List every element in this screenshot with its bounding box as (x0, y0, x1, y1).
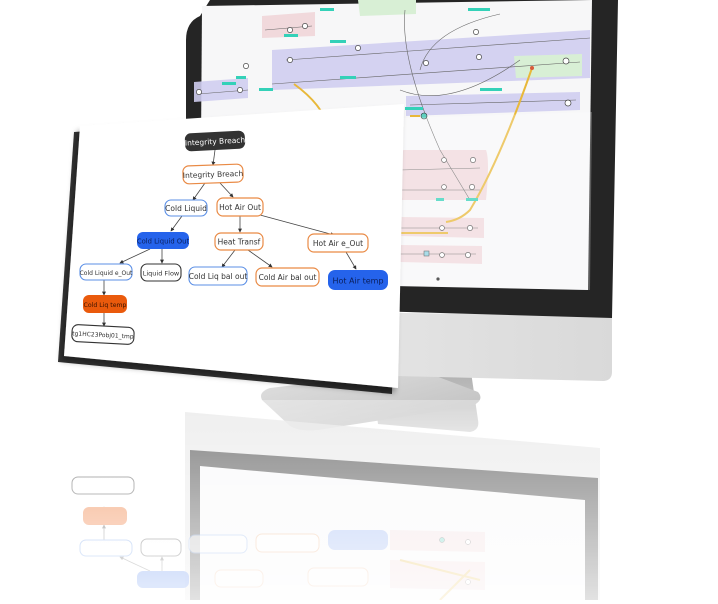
tree-node-root[interactable]: Integrity Breach (185, 130, 246, 152)
tree-node[interactable]: Cold Liq temp (83, 295, 127, 313)
tree-node[interactable]: tg1HC23Pobj01_tmp (71, 324, 135, 345)
lane-pink (400, 150, 488, 200)
svg-text:Cold Liquid Out: Cold Liquid Out (137, 238, 190, 246)
tree-node[interactable]: Hot Air e_Out (307, 233, 369, 253)
svg-text:Cold Liquid e_Out: Cold Liquid e_Out (80, 270, 133, 277)
fault-tree-panel: Integrity Breach Integrity Breach Cold L… (58, 104, 404, 394)
lane-purple (272, 30, 590, 90)
svg-text:Liquid Flow: Liquid Flow (143, 270, 180, 278)
screen-glare (400, 112, 592, 290)
svg-text:Integrity Breach: Integrity Breach (183, 169, 244, 180)
process-flow-diagram (194, 0, 591, 281)
lane-green (358, 0, 416, 16)
svg-text:Hot Air temp: Hot Air temp (332, 277, 383, 286)
svg-text:Cold Liq bal out: Cold Liq bal out (189, 272, 248, 281)
tree-node[interactable]: Cold Liquid e_Out (79, 263, 133, 281)
tree-node[interactable]: Cold Air bal out (255, 267, 320, 287)
lane-purple (406, 92, 580, 116)
svg-text:Heat Transf: Heat Transf (218, 238, 261, 247)
svg-text:tg1HC23Pobj01_tmp: tg1HC23Pobj01_tmp (72, 330, 134, 340)
svg-text:Cold Liquid: Cold Liquid (165, 204, 207, 213)
tree-node[interactable]: Cold Liquid (164, 199, 208, 217)
tree-node[interactable]: Hot Air Out (216, 197, 264, 217)
tree-node[interactable]: Cold Liq bal out (188, 266, 248, 286)
tree-node[interactable]: Cold Liquid Out (137, 232, 190, 249)
lane-pink (262, 12, 315, 38)
reflection (0, 400, 718, 601)
svg-text:Cold Air bal out: Cold Air bal out (259, 273, 317, 282)
svg-text:Cold Liq temp: Cold Liq temp (84, 302, 127, 309)
tree-node[interactable]: Heat Transf (214, 232, 264, 251)
tree-node[interactable]: Hot Air temp (328, 270, 388, 290)
svg-text:Hot Air e_Out: Hot Air e_Out (313, 239, 363, 248)
svg-text:Hot Air Out: Hot Air Out (219, 203, 261, 212)
svg-text:Integrity Breach: Integrity Breach (185, 135, 246, 147)
tree-node[interactable]: Liquid Flow (140, 263, 182, 282)
tree-edges (102, 149, 357, 327)
tree-node[interactable]: Integrity Breach (182, 163, 244, 185)
